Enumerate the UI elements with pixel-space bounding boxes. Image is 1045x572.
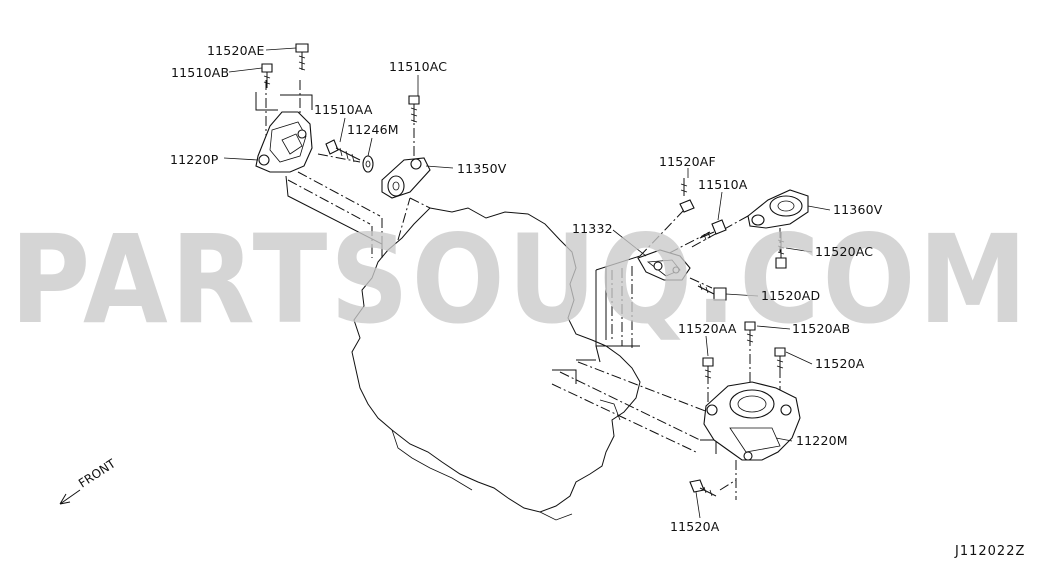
bolt-11520a-lower	[689, 479, 717, 497]
watermark-text: PARTSOUQ.COM	[10, 209, 1030, 351]
rod-11350v	[381, 157, 431, 199]
bolt-11510ab	[261, 63, 273, 88]
bolt-11520ad	[697, 283, 727, 301]
washer-11246m	[362, 155, 374, 173]
label-11220m: 11220M	[796, 433, 848, 448]
label-11220p: 11220P	[170, 152, 219, 167]
label-11520ad: 11520AD	[761, 288, 820, 303]
label-11510aa: 11510AA	[314, 102, 373, 117]
bolt-11510aa	[325, 139, 361, 163]
label-11520a-lower: 11520A	[670, 519, 720, 534]
label-11350v: 11350V	[457, 161, 507, 176]
label-11520af: 11520AF	[659, 154, 716, 169]
bolt-11520aa	[702, 357, 714, 384]
leader-lines	[223, 47, 831, 519]
label-11246m: 11246M	[347, 122, 399, 137]
bolt-11520ae	[295, 43, 309, 71]
label-11520ac: 11520AC	[815, 244, 873, 259]
label-11520aa: 11520AA	[678, 321, 737, 336]
front-indicator: FRONT	[59, 456, 119, 505]
label-11510ac: 11510AC	[389, 59, 447, 74]
part-labels: 11520AE 11510AB 11510AC 11510AA 11246M 1…	[170, 43, 883, 534]
bracket-11332	[637, 249, 691, 281]
label-11332: 11332	[572, 221, 613, 236]
bolt-11510a	[699, 219, 727, 241]
label-11520a-upper: 11520A	[815, 356, 865, 371]
label-11510a: 11510A	[698, 177, 748, 192]
bolt-11520ac	[775, 232, 787, 269]
label-11360v: 11360V	[833, 202, 883, 217]
front-label: FRONT	[76, 456, 119, 490]
bolt-11520ab	[744, 321, 756, 346]
front-arrow-icon	[59, 489, 81, 505]
bolt-11520af	[679, 178, 695, 213]
label-11520ab: 11520AB	[792, 321, 850, 336]
diagram-code: J112022Z	[954, 544, 1025, 559]
bracket-lines	[255, 92, 717, 454]
mount-11220m	[703, 381, 801, 461]
bolt-11520a-upper	[774, 347, 786, 372]
bolt-11510ac	[408, 95, 420, 123]
rod-11360v	[747, 189, 809, 229]
label-11520ae: 11520AE	[207, 43, 265, 58]
label-11510ab: 11510AB	[171, 65, 229, 80]
engine-outline	[351, 207, 641, 521]
mount-11220p	[255, 111, 313, 173]
